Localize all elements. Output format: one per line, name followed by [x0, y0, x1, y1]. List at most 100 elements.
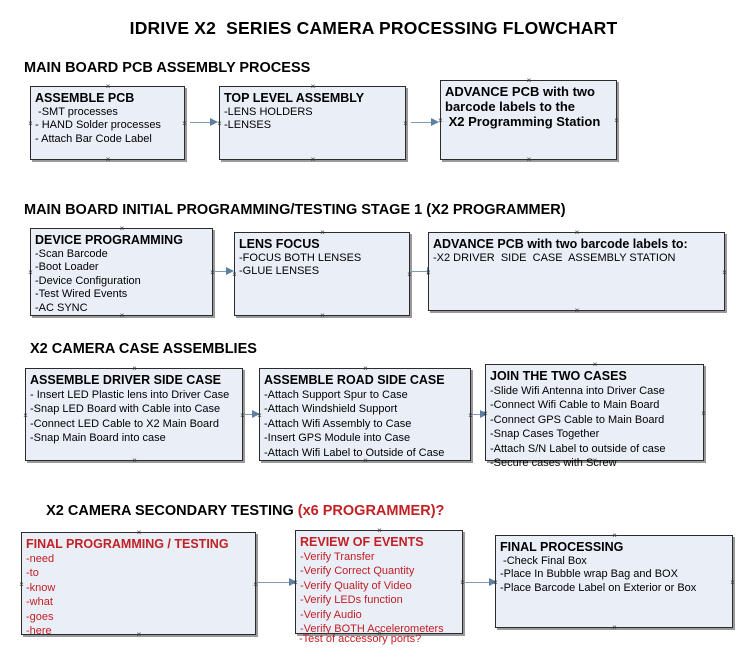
page-title: IDRIVE X2 SERIES CAMERA PROCESSING FLOWC… [129, 18, 618, 38]
flow-box-line: -Connect LED Cable to X2 Main Board [30, 417, 219, 430]
flow-box-line: -Insert GPS Module into Case [264, 432, 411, 445]
handle-x-top[interactable] [105, 83, 112, 90]
flow-box-line: -Scan Barcode [35, 248, 108, 260]
handle-x-left[interactable] [231, 271, 238, 278]
flow-box-line: -Verify LEDs function [300, 594, 403, 607]
flow-box-line: -LENSES [224, 119, 272, 132]
flow-box-line: -Attach Windshield Support [264, 403, 398, 416]
handle-x-top[interactable] [119, 225, 126, 232]
flow-box-title: ASSEMBLE DRIVER SIDE CASE [30, 373, 222, 387]
handle-x-bottom[interactable] [592, 457, 599, 464]
flow-box-join-the-two-cases[interactable]: JOIN THE TWO CASES -Slide Wifi Antenna i… [482, 361, 707, 469]
flow-box-line: -what [26, 596, 53, 609]
flow-box-line: -Attach Wifi Assembly to Case [264, 417, 412, 430]
handle-x-left[interactable] [425, 269, 432, 276]
handle-x-left[interactable] [492, 579, 499, 586]
handle-x-bottom[interactable] [362, 457, 369, 464]
handle-x-right[interactable] [700, 410, 707, 417]
flow-box-assemble-road-side-case[interactable]: ASSEMBLE ROAD SIDE CASE -Attach Support … [259, 368, 471, 461]
handle-x-left[interactable] [22, 412, 29, 419]
flow-box-line: -FOCUS BOTH LENSES [239, 252, 362, 264]
flow-box-line: -SMT processes [35, 106, 118, 118]
handle-x-top[interactable] [131, 365, 138, 372]
section-heading-main-board-initial-programming: MAIN BOARD INITIAL PROGRAMMING/TESTING S… [24, 202, 566, 218]
handle-x-top[interactable] [592, 361, 599, 368]
handle-x-left[interactable] [18, 581, 25, 588]
handle-x-left[interactable] [27, 120, 34, 127]
flow-box-line: -Verify Audio [300, 608, 362, 621]
connector-arrow [190, 118, 218, 127]
section-heading-x2-camera-secondary-testing: X2 CAMERA SECONDARY TESTING (x6 PROGRAMM… [30, 487, 444, 535]
flow-box-advance-pcb-to-programming-station[interactable]: ADVANCE PCB with two barcode labels to t… [440, 80, 617, 160]
handle-x-bottom[interactable] [131, 457, 138, 464]
flow-box-assemble-driver-side-case[interactable]: ASSEMBLE DRIVER SIDE CASE - Insert LED P… [25, 368, 243, 461]
handle-x-top[interactable] [310, 83, 317, 90]
flow-box-title-line3: X2 Programming Station [445, 114, 601, 129]
handle-x-right[interactable] [613, 117, 620, 124]
handle-x-bottom[interactable] [119, 312, 126, 319]
flow-box-device-programming[interactable]: DEVICE PROGRAMMING -Scan Barcode -Boot L… [30, 228, 213, 316]
handle-x-right[interactable] [402, 120, 409, 127]
handle-x-bottom[interactable] [611, 624, 618, 631]
flow-box-assemble-pcb[interactable]: ASSEMBLE PCB -SMT processes - HAND Solde… [30, 86, 185, 160]
flow-box-title: TOP LEVEL ASSEMBLY [224, 91, 365, 105]
flow-box-title-line2: barcode labels to the [445, 99, 576, 114]
handle-x-bottom[interactable] [136, 631, 143, 638]
flow-box-advance-pcb-to-driver-side-case[interactable]: ADVANCE PCB with two barcode labels to: … [428, 232, 725, 311]
flow-box-title: ADVANCE PCB with two [445, 84, 595, 99]
flow-box-line: -goes [26, 610, 54, 623]
flow-box-line: - HAND Solder processes [35, 119, 161, 132]
flow-box-final-processing[interactable]: FINAL PROCESSING -Check Final Box -Place… [495, 535, 733, 628]
handle-x-bottom[interactable] [105, 156, 112, 163]
handle-x-bottom[interactable] [574, 307, 581, 314]
section-heading-accent: (x6 PROGRAMMER)? [297, 503, 445, 519]
connector-arrow [257, 578, 297, 587]
flow-box-line: -Snap Main Board into case [30, 432, 166, 445]
flow-box-line: -Connect GPS Cable to Main Board [490, 413, 665, 426]
handle-x-bottom[interactable] [310, 156, 317, 163]
handle-x-bottom[interactable] [526, 156, 533, 163]
flow-box-line: -to [26, 567, 39, 580]
flow-box-title: JOIN THE TWO CASES [490, 369, 627, 383]
handle-x-top[interactable] [611, 532, 618, 539]
handle-x-left[interactable] [256, 412, 263, 419]
flow-box-line: -LENS HOLDERS [224, 106, 313, 118]
flow-box-line: -Attach Support Spur to Case [264, 389, 408, 401]
section-heading-x2-camera-case-assemblies: X2 CAMERA CASE ASSEMBLIES [30, 341, 257, 357]
handle-x-top[interactable] [574, 229, 581, 236]
flow-box-title: ADVANCE PCB with two barcode labels to: [433, 237, 688, 251]
handle-x-bottom[interactable] [319, 312, 326, 319]
flow-box-title: FINAL PROGRAMMING / TESTING [26, 537, 229, 551]
handle-x-left[interactable] [292, 579, 299, 586]
handle-x-right[interactable] [721, 269, 728, 276]
flow-box-line: -know [26, 581, 56, 594]
flow-box-line: -Check Final Box [500, 555, 587, 567]
handle-x-top[interactable] [526, 77, 533, 84]
handle-x-right[interactable] [729, 579, 736, 586]
handle-x-right[interactable] [181, 120, 188, 127]
flow-box-top-level-assembly[interactable]: TOP LEVEL ASSEMBLY -LENS HOLDERS -LENSES [219, 86, 406, 160]
connector-arrow [214, 267, 234, 276]
handle-x-left[interactable] [437, 117, 444, 124]
flow-box-line: -X2 DRIVER SIDE CASE ASSEMBLY STATION [433, 252, 676, 264]
flow-box-final-programming-testing[interactable]: FINAL PROGRAMMING / TESTING -need -to -k… [18, 529, 256, 638]
flow-box-title: ASSEMBLE PCB [35, 91, 135, 105]
flow-box-lens-focus[interactable]: LENS FOCUS -FOCUS BOTH LENSES -GLUE LENS… [234, 232, 410, 316]
flow-box-line: -Verify Correct Quantity [300, 565, 415, 578]
handle-x-top[interactable] [362, 365, 369, 372]
flow-box-line: -Verify BOTH Accelerometers [300, 623, 444, 636]
flow-box-line: -Snap LED Board with Cable into Case [30, 403, 221, 416]
flow-box-line: -here [26, 625, 52, 638]
handle-x-top[interactable] [136, 529, 143, 536]
flow-box-line: -AC SYNC [35, 301, 88, 314]
handle-x-left[interactable] [216, 120, 223, 127]
flow-box-line: -Slide Wifi Antenna into Driver Case [490, 385, 665, 397]
flow-box-line: -Snap Cases Together [490, 428, 600, 441]
flow-box-line: - Insert LED Plastic lens into Driver Ca… [30, 389, 230, 401]
flow-box-review-of-events[interactable]: REVIEW OF EVENTS -Verify Transfer -Verif… [292, 527, 463, 636]
handle-x-left[interactable] [482, 410, 489, 417]
handle-x-top[interactable] [319, 229, 326, 236]
handle-x-left[interactable] [27, 269, 34, 276]
handle-x-top[interactable] [376, 527, 383, 534]
connector-arrow [411, 118, 439, 127]
